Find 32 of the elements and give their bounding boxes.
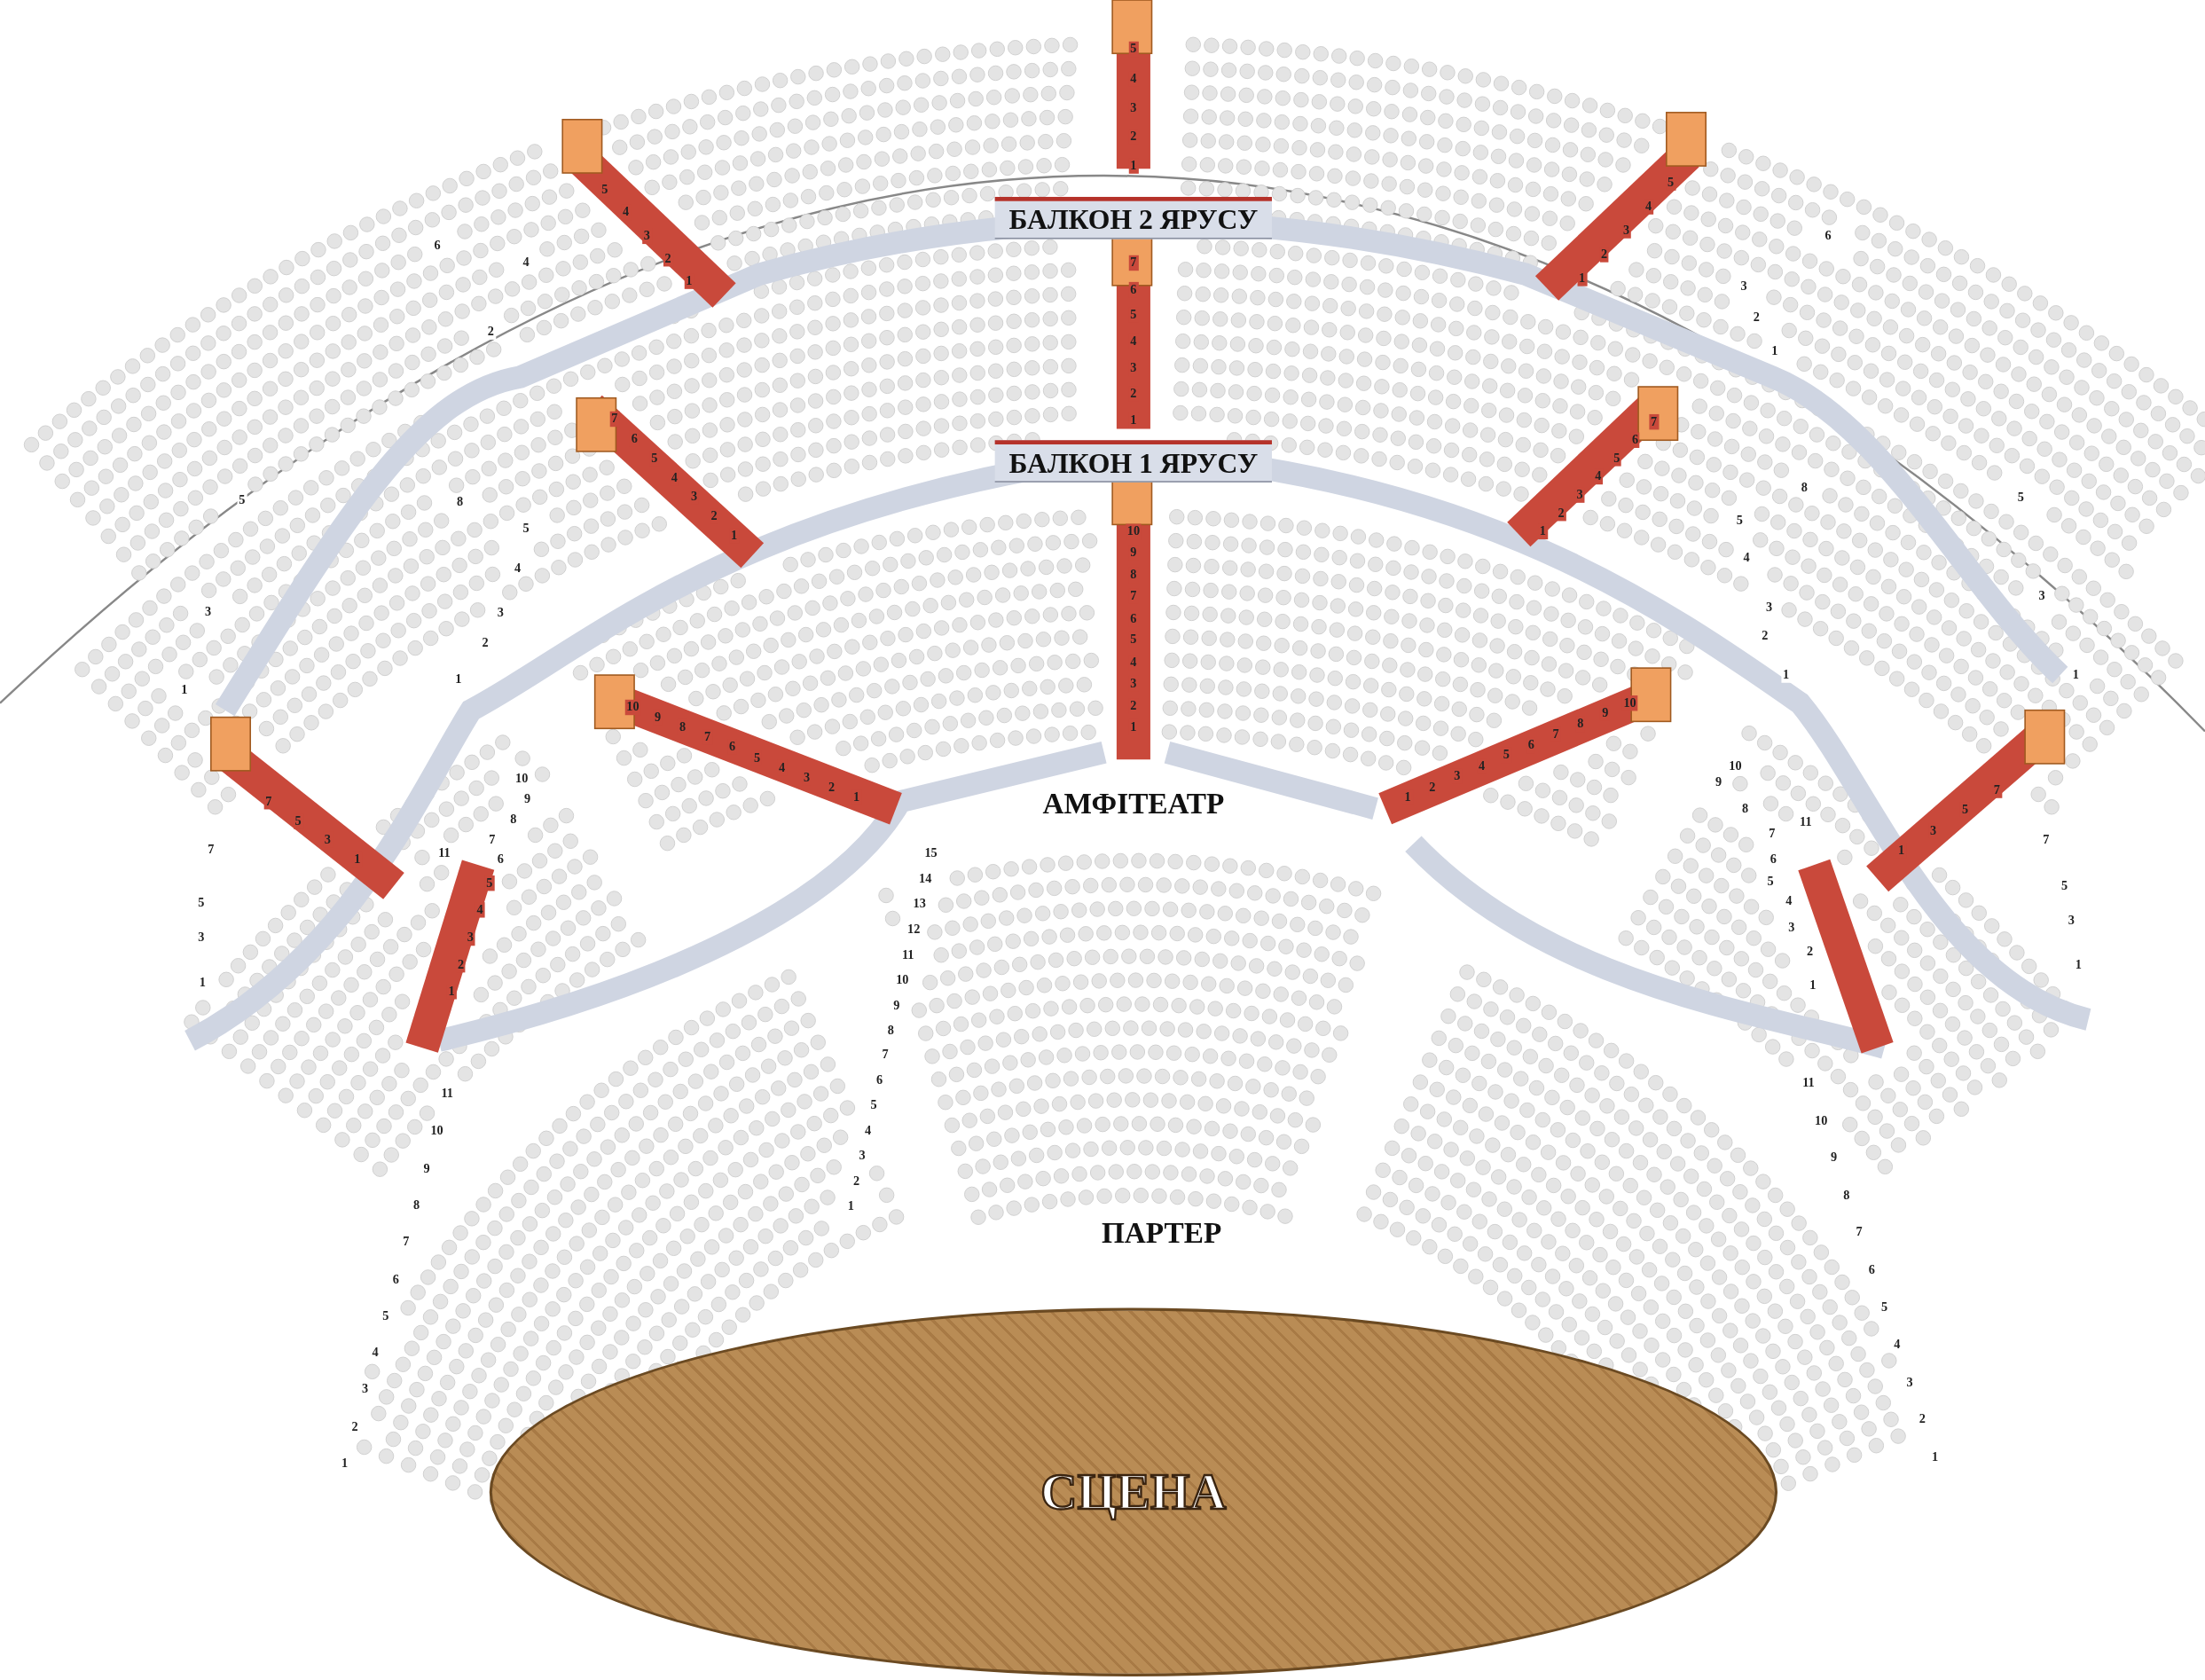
row-number: 10 (1621, 695, 1638, 711)
row-number: 7 (1992, 782, 2002, 798)
row-number: 3 (466, 930, 475, 946)
balcony-parapet: БАЛКОН 2 ЯРУСУ (994, 196, 1273, 239)
stage-label: СЦЕНА (1040, 1463, 1227, 1522)
balcony-parapet: БАЛКОН 1 ЯРУСУ (994, 440, 1273, 483)
row-number: 1 (1781, 667, 1791, 683)
row-number: 1 (684, 273, 694, 289)
row-number: 2 (1599, 247, 1609, 263)
row-number: 1 (1538, 523, 1548, 540)
row-number: 3 (1574, 487, 1585, 503)
row-number: 4 (475, 902, 485, 918)
row-number: 10 (624, 699, 641, 716)
row-number: 4 (621, 205, 631, 221)
section-label: АМФІТЕАТР (1042, 789, 1225, 820)
section-label: ПАРТЕР (1101, 1218, 1222, 1249)
row-number: 7 (263, 794, 273, 810)
row-number: 6 (1630, 432, 1640, 448)
row-number: 1 (1128, 158, 1139, 174)
row-number: 3 (1621, 223, 1631, 239)
row-number: 7 (1649, 413, 1659, 430)
row-number: 2 (486, 324, 496, 340)
row-number: 5 (1612, 451, 1621, 467)
row-number: 7 (1128, 255, 1139, 271)
row-number: 1 (446, 984, 457, 1000)
row-number: 7 (609, 411, 619, 428)
row-number: 5 (484, 875, 494, 891)
row-number: 5 (1666, 175, 1675, 191)
row-number: 2 (1557, 506, 1566, 522)
row-number: 4 (1593, 468, 1604, 485)
row-number: 4 (1644, 199, 1653, 215)
row-number: 1 (1577, 271, 1587, 287)
